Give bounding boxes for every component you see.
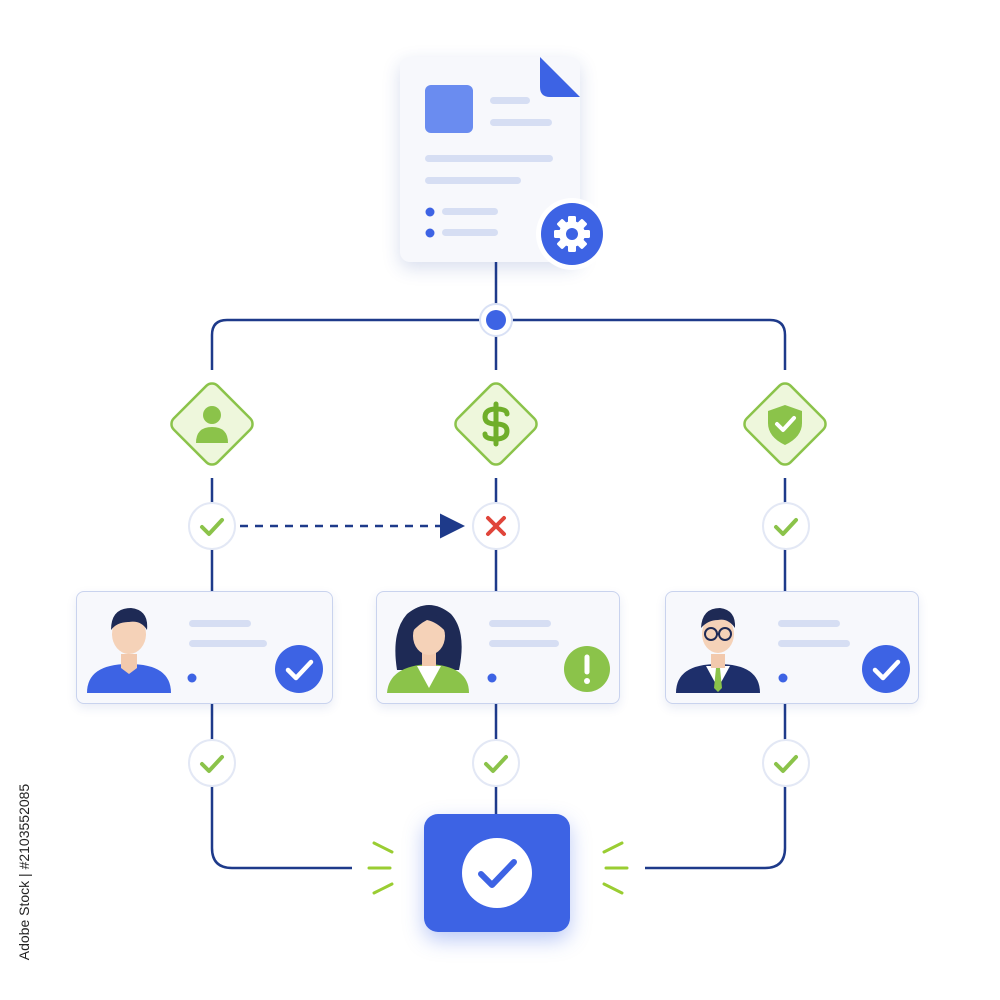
check-icon (200, 755, 224, 773)
settings-gear-icon[interactable] (534, 196, 610, 272)
cross-icon (486, 516, 506, 536)
exclamation-icon (564, 646, 610, 692)
check-icon (484, 755, 508, 773)
approver-result-check-3 (761, 738, 811, 788)
man-glasses-avatar (676, 608, 760, 693)
dollar-icon (482, 401, 510, 447)
result-check-3 (761, 501, 811, 551)
shield-check-icon (768, 405, 802, 445)
approver-card-1[interactable] (76, 591, 333, 704)
approver-result-check-2 (471, 738, 521, 788)
check-circle-icon (862, 645, 910, 693)
result-check-1 (187, 501, 237, 551)
man-casual-avatar (87, 608, 171, 693)
decision-payment[interactable] (441, 369, 551, 479)
approver-result-check-1 (187, 738, 237, 788)
woman-avatar (387, 605, 469, 693)
check-icon (200, 518, 224, 536)
document-fold (540, 57, 580, 97)
final-glow-ticks (367, 841, 629, 895)
decision-user[interactable] (157, 369, 267, 479)
result-cross (471, 501, 521, 551)
check-icon (774, 755, 798, 773)
final-approval-box[interactable] (424, 814, 570, 932)
approver-card-3[interactable] (665, 591, 919, 704)
check-icon (774, 518, 798, 536)
approver-card-2[interactable] (376, 591, 620, 704)
document-image-placeholder (425, 85, 473, 133)
watermark-text: Adobe Stock | #2103552085 (16, 783, 32, 961)
check-circle-icon (462, 838, 532, 908)
junction-dot (486, 310, 506, 330)
stock-watermark: Adobe Stock | #2103552085 (12, 755, 36, 990)
user-icon (196, 406, 228, 443)
decision-security[interactable] (730, 369, 840, 479)
check-circle-icon (275, 645, 323, 693)
